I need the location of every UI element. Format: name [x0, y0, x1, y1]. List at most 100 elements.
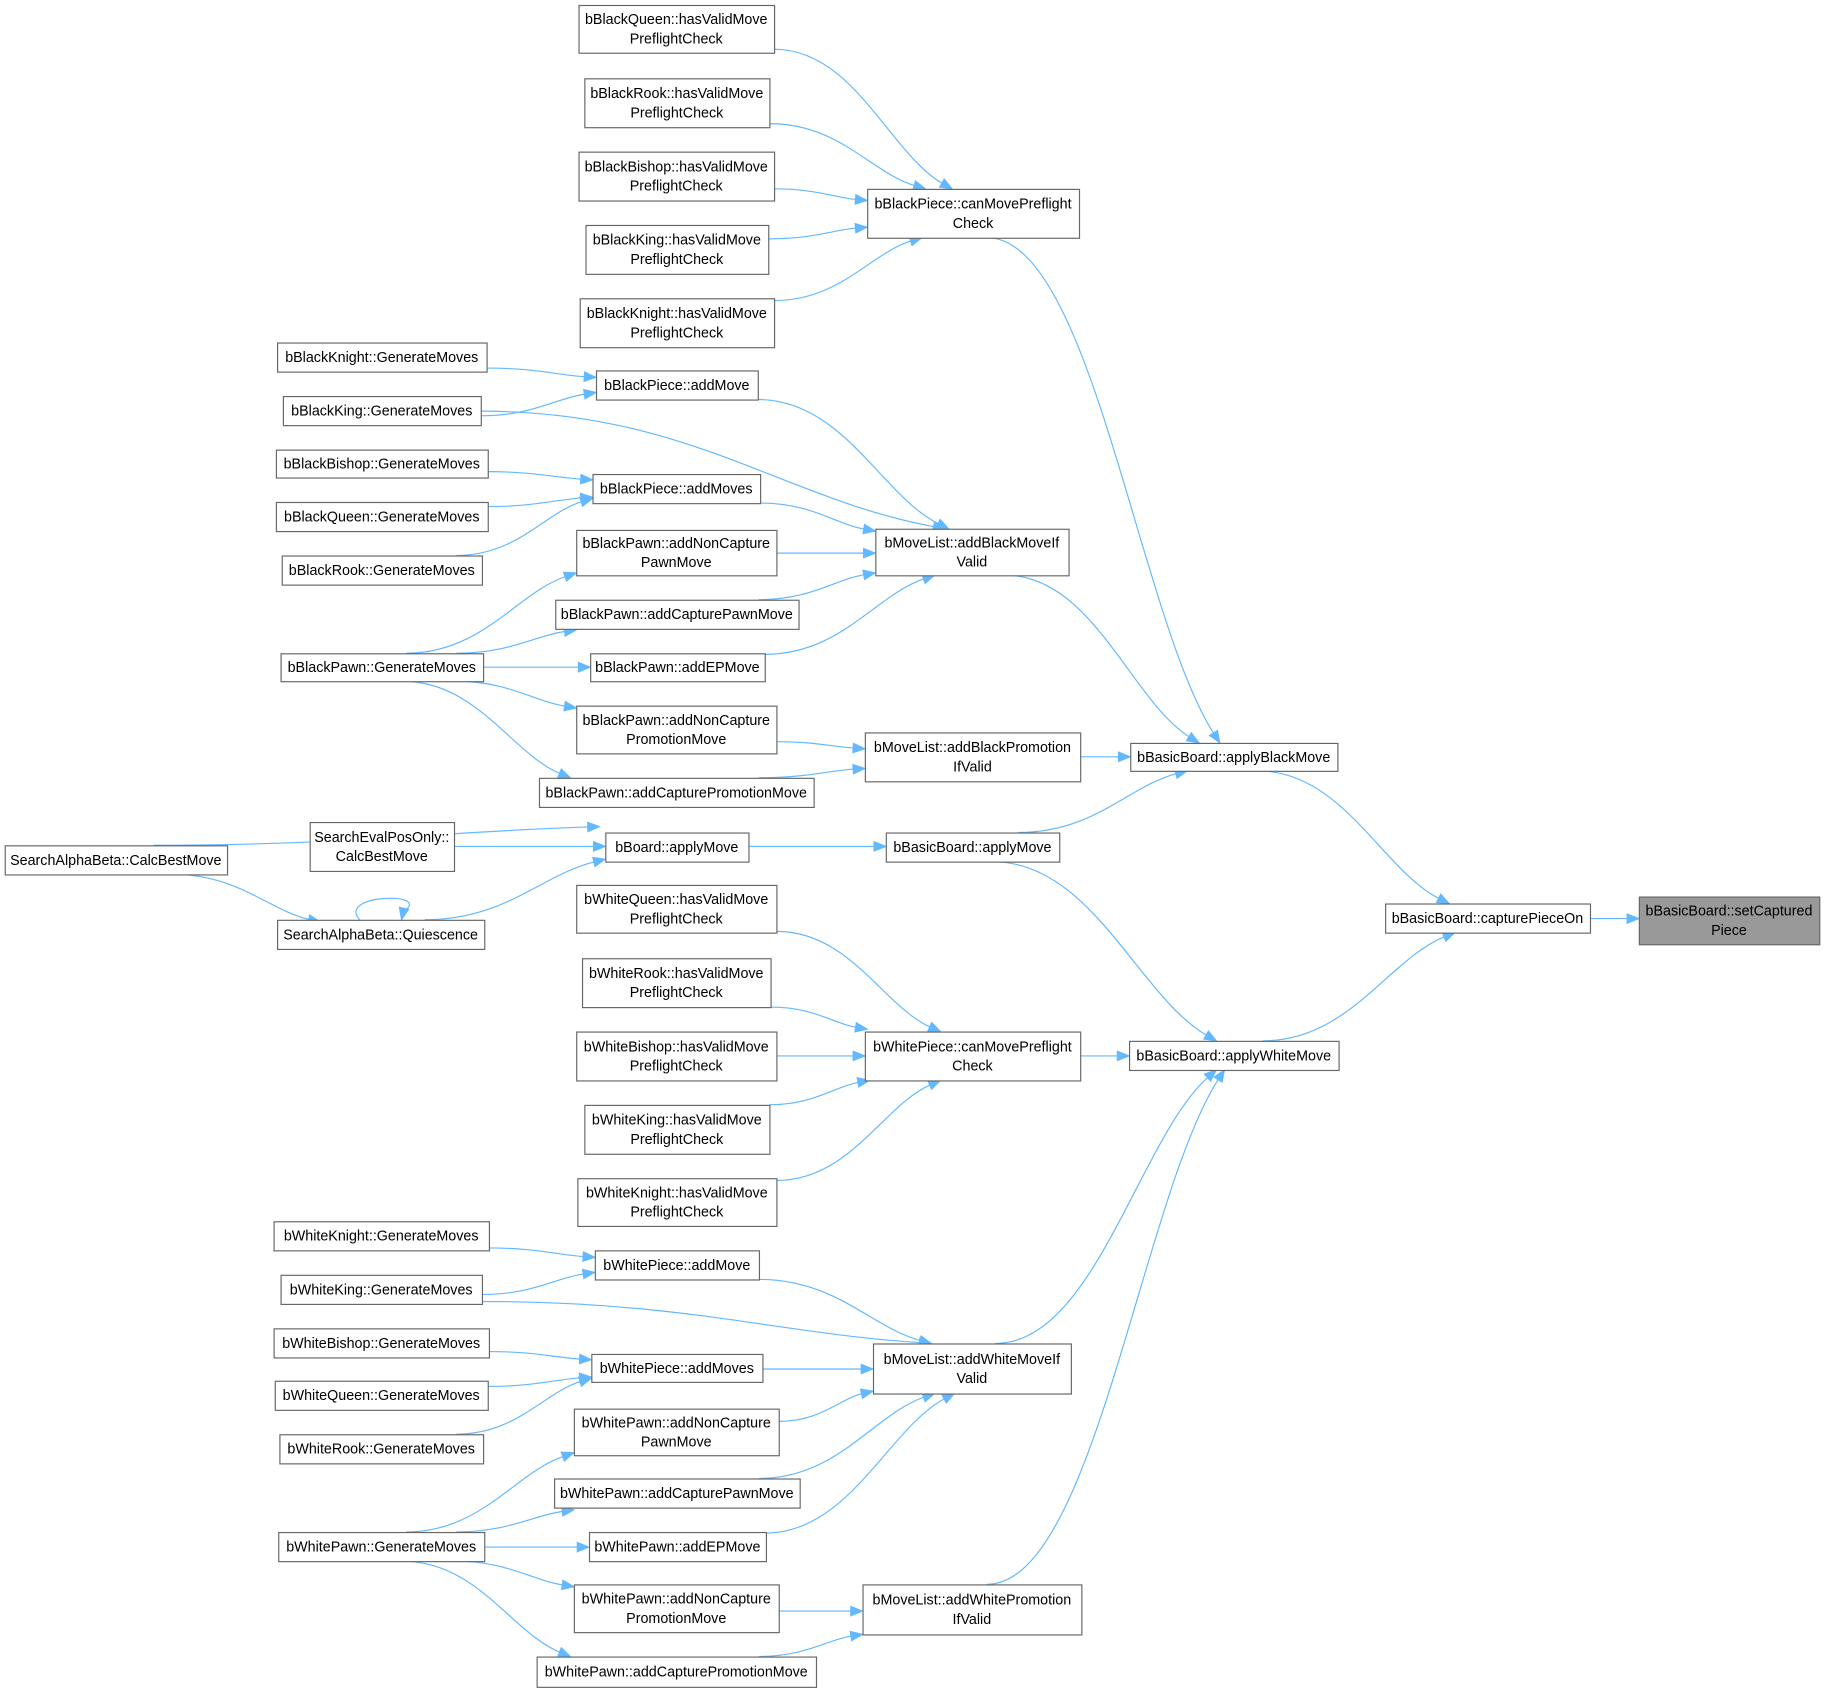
node-bblackbishop-generatemoves[interactable]: bBlackBishop::GenerateMoves [275, 449, 489, 479]
edge-line [486, 367, 586, 378]
node-bblackpawn-generatemoves[interactable]: bBlackPawn::GenerateMoves [280, 653, 485, 683]
node-label: IfValid [953, 1612, 992, 1628]
edge-bblackrook-hasvalidmovepreflightcheck-to-bblackpiece-canmovepreflightcheck [769, 123, 927, 191]
node-bwhitepiece-addmove[interactable]: bWhitePiece::addMove [594, 1250, 761, 1281]
node-bblackpiece-addmoves[interactable]: bBlackPiece::addMoves [592, 473, 762, 505]
node-bblackpawn-addcapturepromotionmove[interactable]: bBlackPawn::addCapturePromotionMove [538, 777, 815, 809]
node-label: bBlackBishop::hasValidMove [585, 159, 768, 175]
node-bboard-applymove[interactable]: bBoard::applyMove [605, 832, 750, 863]
node-bblackpiece-addmove[interactable]: bBlackPiece::addMove [595, 370, 759, 401]
node-label: bBlackKnight::GenerateMoves [285, 350, 478, 366]
edge-bblackqueen-generatemoves-to-bblackpiece-addmoves [487, 492, 594, 508]
node-label: bBasicBoard::applyWhiteMove [1136, 1048, 1331, 1064]
node-bblackknight-generatemoves[interactable]: bBlackKnight::GenerateMoves [277, 342, 488, 373]
node-bbasicboard-capturepieceon[interactable]: bBasicBoard::capturePieceOn [1385, 903, 1592, 934]
arrowhead-icon [854, 222, 869, 234]
node-box [872, 1343, 1072, 1395]
node-bwhitepawn-addcapturepromotionmove[interactable]: bWhitePawn::addCapturePromotionMove [536, 1656, 818, 1688]
edge-bblackpawn-generatemoves-to-bblackpawn-addcapturepromotionmove [401, 680, 572, 779]
node-bblackqueen-generatemoves[interactable]: bBlackQueen::GenerateMoves [275, 501, 489, 533]
edge-line [769, 123, 916, 187]
edge-bblackking-hasvalidmovepreflightcheck-to-bblackpiece-canmovepreflightcheck [768, 222, 869, 240]
edge-line [758, 1396, 925, 1479]
arrowhead-icon [1626, 913, 1641, 925]
node-label: PreflightCheck [630, 1205, 724, 1221]
arrowhead-icon [927, 1021, 942, 1033]
node-label: bBasicBoard::capturePieceOn [1392, 911, 1584, 927]
edge-line [1262, 935, 1446, 1042]
node-box [862, 1584, 1083, 1636]
edge-bwhitebishop-generatemoves-to-bwhitepiece-addmoves [488, 1350, 593, 1365]
node-label: Valid [956, 555, 987, 571]
node-box [282, 395, 482, 427]
node-bbasicboard-applywhitemove[interactable]: bBasicBoard::applyWhiteMove [1128, 1040, 1340, 1072]
node-label: bWhitePawn::addNonCapture [582, 1415, 771, 1431]
edge-searchalphabeta-quiescence-to-bboard-applymove [424, 856, 607, 921]
edge-bbasicboard-applymove-to-bbasicboard-applywhitemove [991, 860, 1218, 1042]
node-label: PreflightCheck [630, 1059, 724, 1075]
node-box [277, 342, 488, 373]
node-bwhiterook-generatemoves[interactable]: bWhiteRook::GenerateMoves [279, 1434, 485, 1465]
node-searchalphabeta-calcbestmove[interactable]: SearchAlphaBeta::CalcBestMove [4, 845, 229, 876]
node-bwhitepiece-addmoves[interactable]: bWhitePiece::addMoves [591, 1353, 764, 1383]
node-box [576, 705, 778, 755]
node-label: bWhiteKnight::GenerateMoves [284, 1229, 479, 1245]
node-label: PromotionMove [626, 1611, 726, 1627]
node-searchevalposonly-calcbestmove[interactable]: SearchEvalPosOnly::CalcBestMove [309, 821, 456, 873]
edge-line [406, 1455, 565, 1533]
node-bbasicboard-applymove[interactable]: bBasicBoard::applyMove [885, 832, 1061, 863]
node-label: bMoveList::addBlackPromotion [874, 740, 1071, 756]
node-bblackking-generatemoves[interactable]: bBlackKing::GenerateMoves [282, 395, 482, 427]
node-bwhiteking-generatemoves[interactable]: bWhiteKing::GenerateMoves [280, 1274, 484, 1305]
node-bwhitequeen-generatemoves[interactable]: bWhiteQueen::GenerateMoves [274, 1380, 489, 1411]
edge-line [487, 471, 583, 480]
edge-line [488, 1350, 581, 1360]
node-bwhiteknight-generatemoves[interactable]: bWhiteKnight::GenerateMoves [273, 1221, 491, 1252]
node-box [605, 832, 750, 863]
edge-bblackpawn-addcapturepawnmove-to-bmovelist-addblackmoveifvalid [758, 569, 877, 601]
edge-line [355, 897, 410, 921]
arrowhead-icon [556, 1646, 572, 1658]
node-label: bBlackBishop::GenerateMoves [284, 456, 480, 472]
node-bwhitepawn-addcapturepawnmove[interactable]: bWhitePawn::addCapturePawnMove [554, 1478, 801, 1509]
node-label: PreflightCheck [630, 325, 724, 341]
node-bwhitepawn-generatemoves[interactable]: bWhitePawn::GenerateMoves [278, 1531, 486, 1563]
edge-bwhiterook-hasvalidmovepreflightcheck-to-bwhitepiece-canmovepreflightcheck [770, 1006, 869, 1033]
arrowhead-icon [1117, 751, 1132, 763]
edge-line [480, 393, 586, 417]
node-bblackpawn-addcapturepawnmove[interactable]: bBlackPawn::addCapturePawnMove [555, 599, 800, 630]
node-label: Check [952, 1059, 993, 1075]
node-bwhitepawn-addepmove[interactable]: bWhitePawn::addEPMove [588, 1531, 768, 1563]
arrowhead-icon [579, 473, 594, 485]
node-bwhitebishop-generatemoves[interactable]: bWhiteBishop::GenerateMoves [273, 1328, 491, 1359]
edge-bwhitepawn-generatemoves-to-bwhitepawn-addcapturepromotionmove [401, 1560, 572, 1658]
node-bblackrook-generatemoves[interactable]: bBlackRook::GenerateMoves [281, 555, 484, 586]
edge-line [764, 1397, 946, 1534]
node-bblackpawn-addepmove[interactable]: bBlackPawn::addEPMove [590, 653, 766, 683]
edge-bwhiteking-generatemoves-to-bwhitepiece-addmove [481, 1268, 597, 1296]
node-searchalphabeta-quiescence[interactable]: SearchAlphaBeta::Quiescence [277, 919, 486, 951]
node-bbasicboard-applyblackmove[interactable]: bBasicBoard::applyBlackMove [1130, 742, 1339, 772]
